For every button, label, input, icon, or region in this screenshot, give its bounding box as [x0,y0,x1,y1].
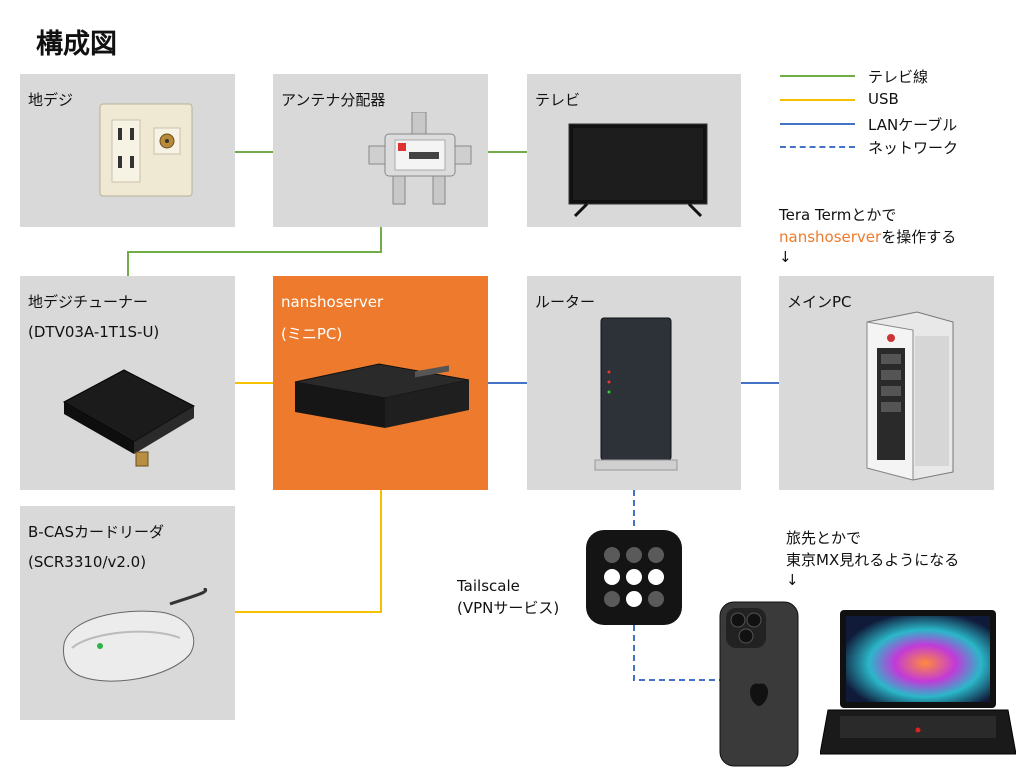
node-bcas: B-CASカードリーダ (SCR3310/v2.0) [20,506,235,720]
note-line: 東京MX見れるようになる [786,550,960,569]
wall-outlet-image [99,103,193,197]
note-highlight: nanshoserver [779,227,882,246]
legend-label: USB [868,90,899,108]
legend-swatch [780,123,855,125]
tailscale-dots-icon [604,547,664,607]
router-image [594,317,678,471]
note-tailscale: Tailscale (VPNサービス) [457,576,559,620]
node-label: アンテナ分配器 [281,91,386,109]
node-tv: テレビ [527,74,741,227]
legend-swatch [780,146,855,148]
legend-label: ネットワーク [868,139,959,157]
card-reader-image [63,588,207,682]
page-title: 構成図 [36,29,117,60]
node-label: 地デジチューナー [28,293,149,311]
tv-line-splitter-tuner [127,227,382,276]
node-mainpc: メインPC [779,276,994,490]
note-line: (VPNサービス) [457,598,560,617]
usb-line-server-bcas [235,490,382,613]
node-tuner: 地デジチューナー (DTV03A-1T1S-U) [20,276,235,490]
node-label: メインPC [787,293,852,311]
legend-swatch [780,99,855,101]
node-router: ルーター [527,276,741,490]
node-model: (DTV03A-1T1S-U) [28,323,160,341]
tv-tuner-image [62,369,196,467]
down-arrow-icon: ↓ [779,247,792,266]
note-line: Tailscale [457,577,520,595]
antenna-splitter-image [368,112,472,205]
node-chideji: 地デジ [20,74,235,227]
node-server: nanshoserver (ミニPC) [273,276,488,490]
legend-label: テレビ線 [868,68,929,86]
node-model: (SCR3310/v2.0) [28,553,147,571]
note-rest: を操作する [881,227,957,246]
network-line-tailscale-phone [633,625,720,681]
note-line: nanshoserverを操作する [779,227,956,249]
television-image [568,123,708,218]
note-teraterm: Tera Termとかで nanshoserverを操作する ↓ [779,205,956,265]
legend-swatch [780,75,855,77]
desktop-pc-image [866,311,954,481]
note-line: 旅先とかで [786,529,862,547]
mini-pc-image [294,363,470,428]
node-splitter: アンテナ分配器 [273,74,488,227]
node-label: ルーター [535,293,596,311]
node-label: 地デジ [28,91,74,109]
down-arrow-icon: ↓ [786,570,799,589]
node-sub: (ミニPC) [281,325,343,343]
smartphone-image [719,601,799,767]
note-line: Tera Termとかで [779,206,897,224]
note-travel: 旅先とかで 東京MX見れるようになる ↓ [786,528,959,588]
node-label: nanshoserver [281,293,384,311]
legend-label: LANケーブル [868,116,958,134]
laptop-image [820,610,1016,755]
node-label: テレビ [535,91,581,109]
tailscale-icon [586,530,682,625]
node-label: B-CASカードリーダ [28,523,164,541]
